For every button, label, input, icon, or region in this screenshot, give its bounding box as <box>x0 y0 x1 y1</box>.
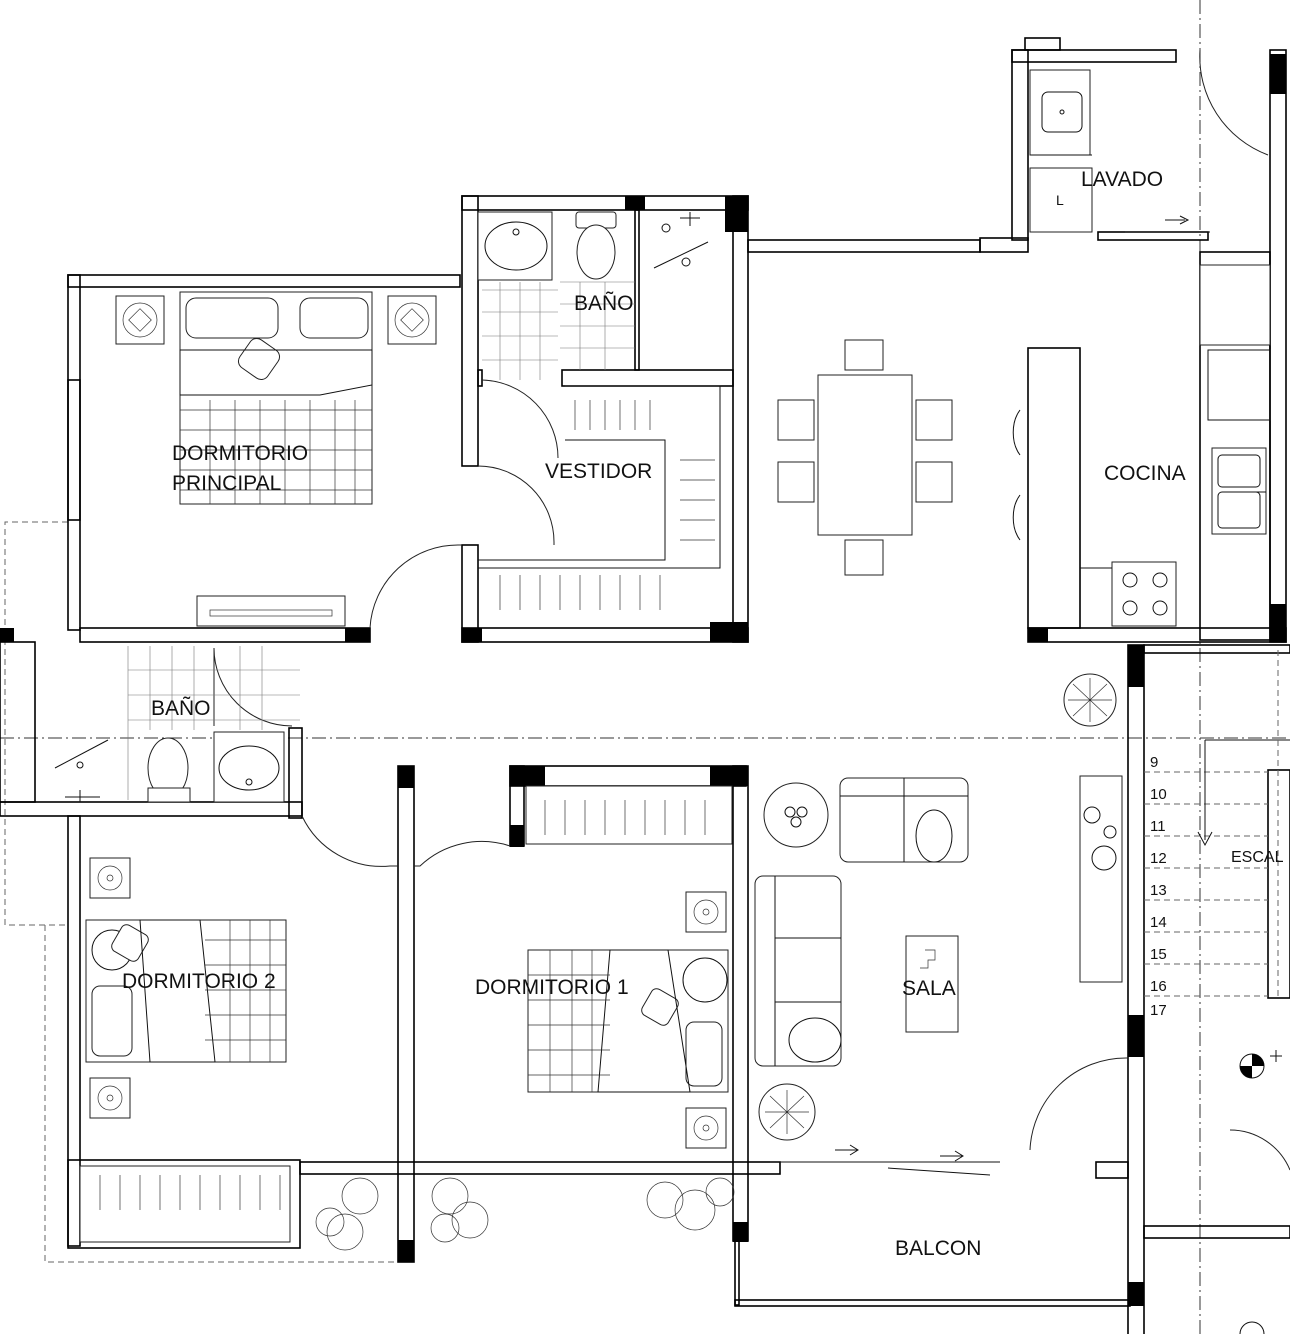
doors <box>213 49 1290 1171</box>
laundry-fixtures <box>1029 69 1093 233</box>
top-bathroom-fixtures <box>477 211 709 380</box>
label-lavado: LAVADO <box>1081 168 1163 191</box>
stair-step-number: 11 <box>1150 818 1166 835</box>
columns <box>0 54 1286 1306</box>
label-cocina: COCINA <box>1104 462 1186 485</box>
stair-step-number: 13 <box>1150 882 1167 899</box>
dining-table <box>777 339 1021 576</box>
bedroom-2-furniture <box>79 857 291 1243</box>
living-room-furniture <box>754 673 1123 1141</box>
dashed-outlines <box>4 521 400 1263</box>
walk-in-closet-racks <box>478 385 721 610</box>
label-dormitorio-principal-2: PRINCIPAL <box>172 472 281 495</box>
label-dormitorio-1: DORMITORIO 1 <box>475 976 629 999</box>
label-bano-mid: BAÑO <box>151 696 211 720</box>
label-dormitorio-principal-1: DORMITORIO <box>172 442 308 465</box>
stair-step-number: 12 <box>1150 850 1167 867</box>
label-dormitorio-2: DORMITORIO 2 <box>122 970 276 993</box>
stair-step-number: 17 <box>1150 1002 1167 1019</box>
stair-step-number: 15 <box>1150 946 1167 963</box>
stair-treads <box>1144 650 1290 1000</box>
level-markers <box>1239 1050 1282 1334</box>
label-balcon: BALCON <box>895 1237 981 1260</box>
middle-bathroom-fixtures <box>54 646 300 803</box>
label-sala: SALA <box>902 977 956 1000</box>
stair-step-number: 16 <box>1150 978 1167 995</box>
bedroom-1-furniture <box>525 785 733 1149</box>
kitchen-fixtures <box>1080 264 1271 627</box>
balcony-plants <box>315 1177 735 1251</box>
flow-arrows <box>770 215 1210 1176</box>
label-vestidor: VESTIDOR <box>545 460 652 483</box>
label-bano-top: BAÑO <box>574 291 634 315</box>
label-escalera: ESCAL <box>1231 849 1284 866</box>
room-labels: LAVADO L BAÑO DORMITORIO PRINCIPAL VESTI… <box>122 168 1284 1260</box>
label-lavado-mark: L <box>1056 192 1064 208</box>
stair-step-number: 9 <box>1150 754 1158 771</box>
stair-step-numbers: 9 10 11 12 13 14 15 16 17 <box>1150 754 1167 1019</box>
stair-step-number: 10 <box>1150 786 1167 803</box>
master-bedroom-furniture <box>115 291 437 627</box>
stair-step-number: 14 <box>1150 914 1167 931</box>
